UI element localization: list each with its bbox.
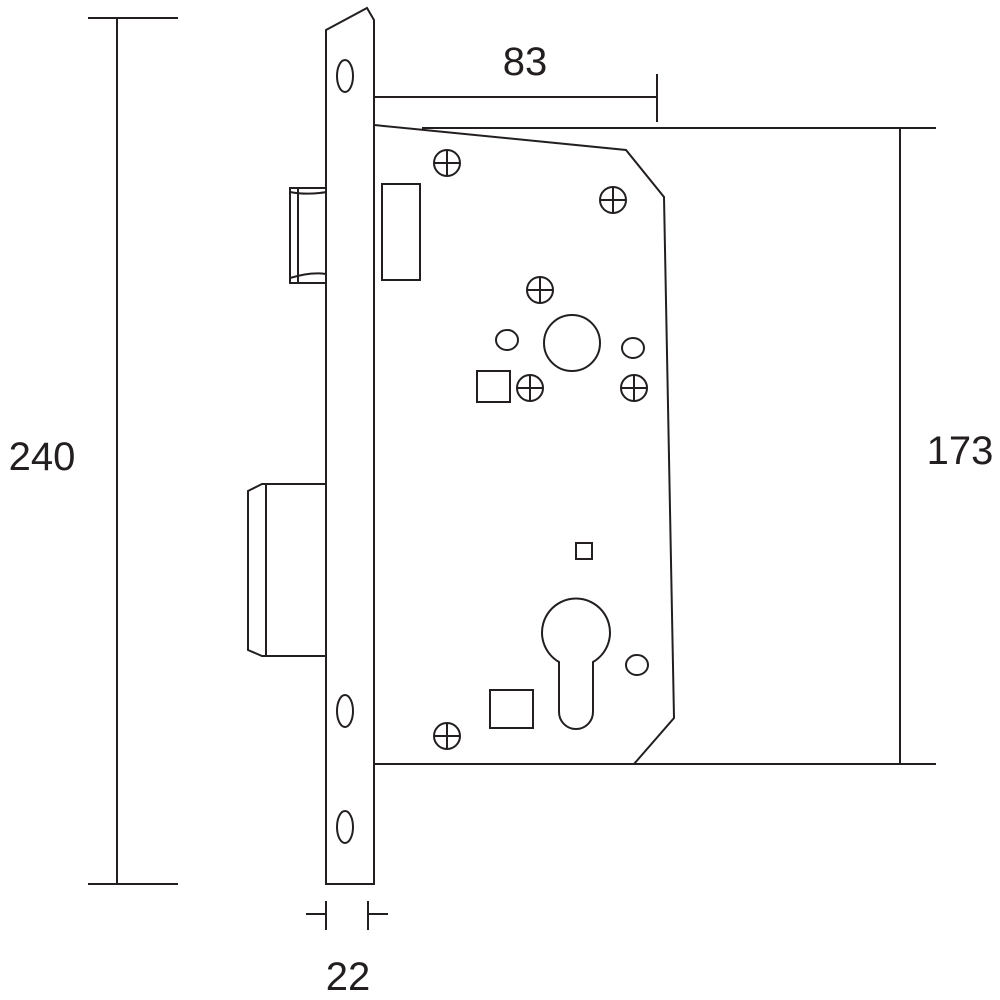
screw-icon xyxy=(620,374,648,402)
square-hole-lower xyxy=(489,689,534,729)
small-hole-left xyxy=(495,329,519,351)
small-hole-lower xyxy=(625,654,649,676)
dim-label-faceplate-width: 22 xyxy=(326,955,371,999)
screw-icon xyxy=(516,374,544,402)
dim-label-case-height: 173 xyxy=(927,429,994,473)
cylinder-hole xyxy=(541,597,611,730)
dimension-faceplate-width: 22 xyxy=(306,901,388,999)
dimension-case-height: 173 xyxy=(374,127,994,765)
dim-label-case-depth: 83 xyxy=(503,40,548,84)
dimension-case-depth: 83 xyxy=(373,40,658,122)
spindle-hub xyxy=(543,314,601,372)
latch-slot-rect xyxy=(381,183,421,281)
faceplate-slot-middle xyxy=(336,694,354,728)
screw-icon xyxy=(433,149,461,177)
screw-icon xyxy=(433,722,461,750)
square-hole-small xyxy=(575,542,593,560)
faceplate-slot-bottom xyxy=(336,810,354,844)
dim-label-total-height: 240 xyxy=(9,435,76,479)
dimension-total-height: 240 xyxy=(9,17,178,885)
small-hole-right xyxy=(621,337,645,359)
square-hole-upper xyxy=(476,370,511,403)
faceplate-slot-top xyxy=(336,59,354,93)
faceplate xyxy=(325,6,375,885)
screw-icon xyxy=(526,276,554,304)
screw-icon xyxy=(599,186,627,214)
